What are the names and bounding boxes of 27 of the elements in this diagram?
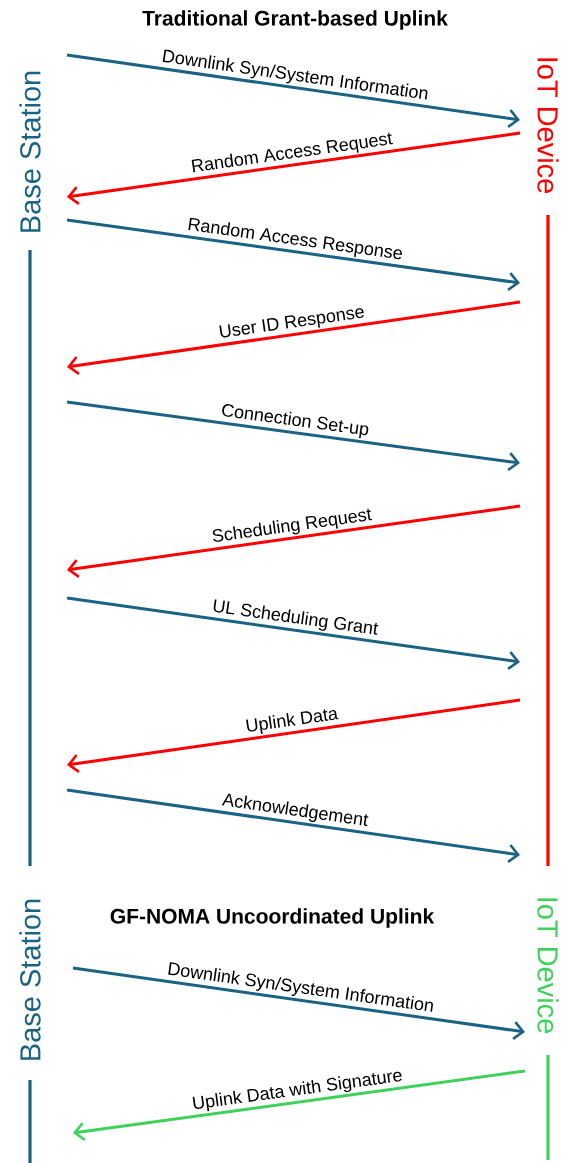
lifeline-label: IoT Device xyxy=(537,58,559,193)
arrow xyxy=(67,504,521,578)
arrow xyxy=(67,300,521,375)
section-title: GF-NOMA Uncoordinated Uplink xyxy=(110,908,435,928)
arrow xyxy=(66,788,520,863)
arrow xyxy=(66,400,520,472)
lifeline-label: Base Station xyxy=(19,899,41,1060)
lifeline-label: IoT Device xyxy=(537,898,559,1033)
arrow xyxy=(67,131,521,205)
edge-label: Random Access Response xyxy=(185,215,405,265)
edge-label: Downlink Syn/System Information xyxy=(165,960,437,1017)
arrow xyxy=(72,966,525,1040)
edge-label: Scheduling Request xyxy=(209,505,374,548)
arrow xyxy=(73,1069,526,1141)
edge-label: User ID Response xyxy=(216,303,367,343)
edge-label: Random Access Request xyxy=(189,129,395,178)
edge-label: Connection Set-up xyxy=(218,401,372,441)
title: Traditional Grant-based Uplink xyxy=(142,10,448,30)
edge-label: Uplink Data xyxy=(243,705,341,738)
edge-label: UL Scheduling Grant xyxy=(210,597,381,640)
arrow xyxy=(66,218,520,291)
arrow xyxy=(66,596,520,670)
edge-label: Downlink Syn/System Information xyxy=(159,47,431,105)
arrow xyxy=(66,53,520,128)
edge-label: Uplink Data with Signature xyxy=(190,1066,405,1115)
lifeline-label: Base Station xyxy=(19,71,41,232)
arrow xyxy=(67,698,521,773)
